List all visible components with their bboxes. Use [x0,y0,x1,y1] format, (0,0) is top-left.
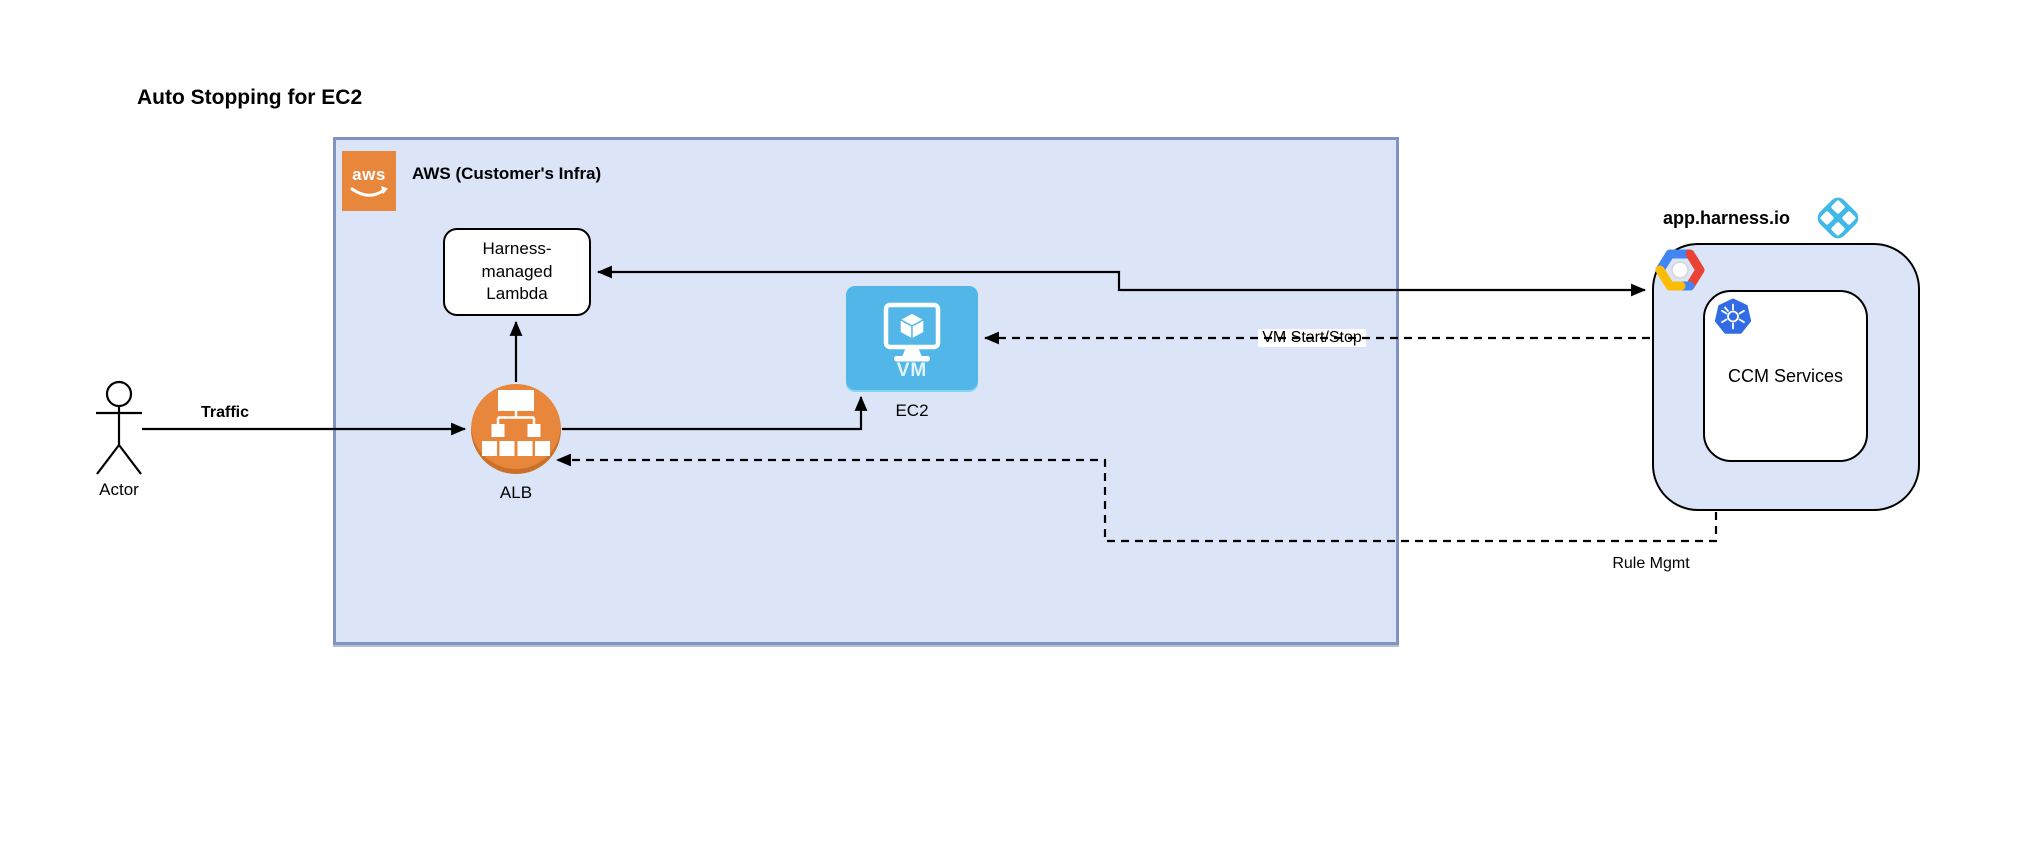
ec2-vm-node: VM [846,286,978,390]
kubernetes-wheel-icon [1714,298,1752,334]
actor-label: Actor [99,480,139,499]
lambda-node: Harness-managed Lambda [443,228,591,316]
vm-start-stop-edge-label: VM Start/Stop [1258,329,1366,347]
traffic-edge-label: Traffic [200,404,250,421]
harness-ccm-diamond-icon [1817,197,1859,239]
diagram-title: Auto Stopping for EC2 [137,86,363,109]
vm-monitor-cube-icon [883,302,941,362]
ccm-services-label: CCM Services [1727,365,1843,386]
ec2-label: EC2 [895,401,929,420]
alb-label: ALB [499,483,533,502]
aws-logo-text: aws [352,165,386,184]
lambda-label: Harness-managed Lambda [481,238,553,304]
harness-zone-label: app.harness.io [1663,208,1791,228]
vm-label: VM [896,360,928,381]
google-cloud-hexagon-icon [1655,249,1705,291]
stick-figure-icon [96,380,142,475]
alb-node [471,384,561,474]
aws-zone-label: AWS (Customer's Infra) [412,164,602,183]
rule-mgmt-edge-label: Rule Mgmt [1612,555,1690,572]
load-balancer-tree-icon [482,390,550,456]
aws-logo-icon: aws [342,151,396,211]
aws-smile-icon [350,186,388,197]
